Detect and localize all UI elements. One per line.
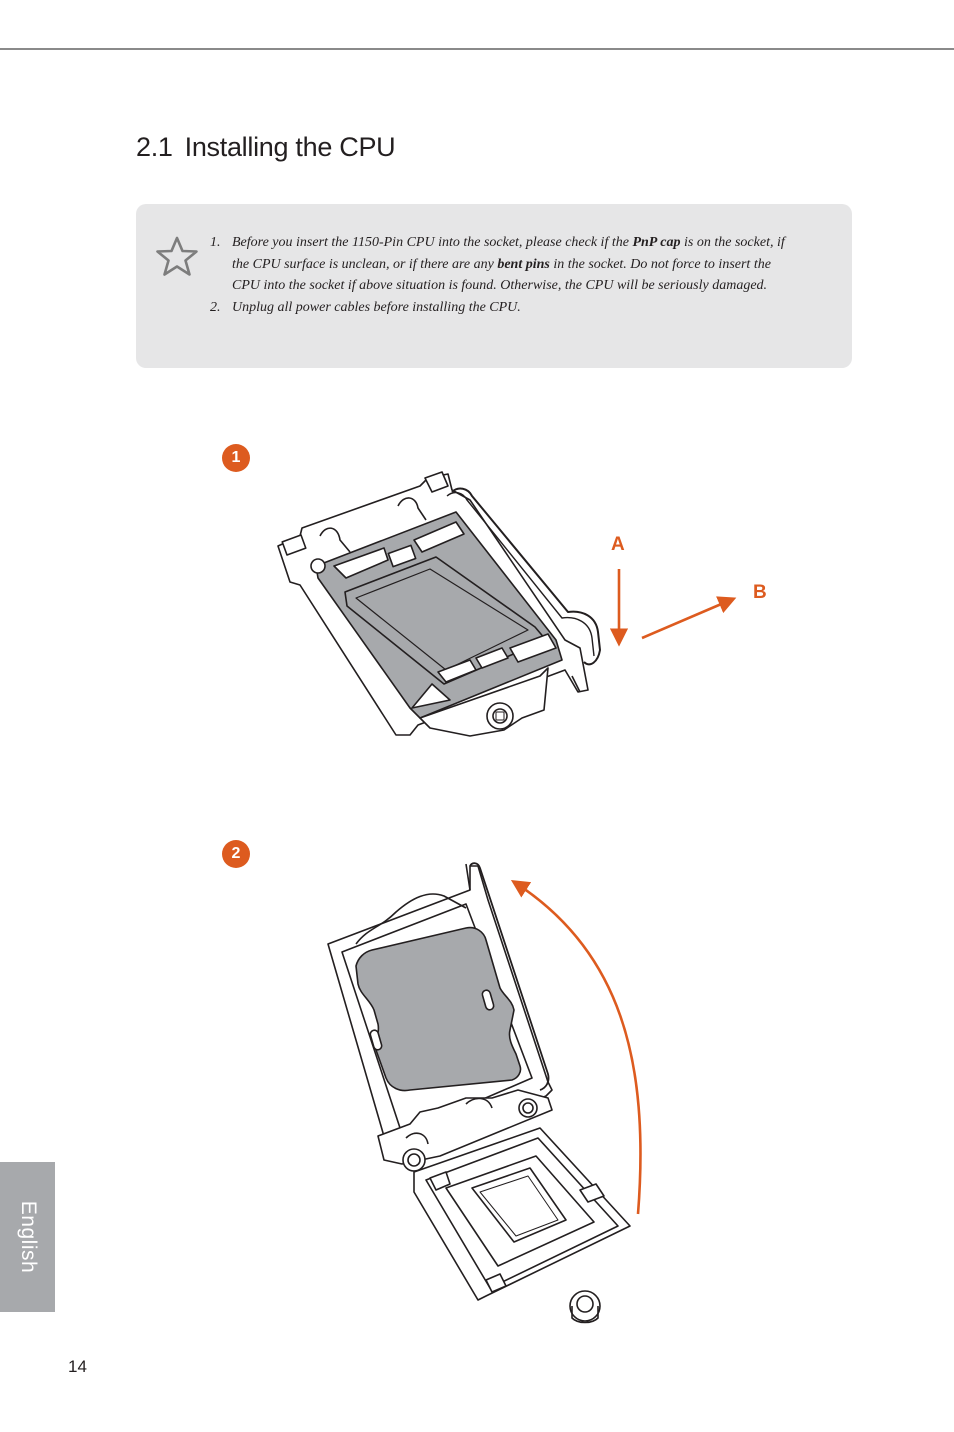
note-marker: 2. — [210, 299, 221, 315]
socket-open-illustration — [327, 862, 631, 1324]
step-badge-2: 2 — [222, 840, 250, 868]
note-item: 1. Before you insert the 1150-Pin CPU int… — [210, 232, 790, 297]
note-emphasis: PnP cap — [632, 235, 681, 250]
arrow-open-lever — [510, 880, 642, 1215]
note-text: Unplug all power cables before installin… — [232, 299, 521, 315]
step-badge-1: 1 — [222, 444, 250, 472]
page-number: 14 — [68, 1357, 87, 1376]
star-outline-icon — [156, 236, 198, 276]
language-tab-label: English — [16, 1200, 40, 1274]
note-marker: 1. — [210, 235, 221, 250]
note-text: Before you insert the 1150-Pin CPU into … — [232, 235, 633, 250]
language-tab: English — [0, 1162, 55, 1312]
section-title: 2.1 Installing the CPU — [136, 132, 396, 163]
note-list: 1. Before you insert the 1150-Pin CPU int… — [210, 232, 790, 318]
note-item: 2. Unplug all power cables before install… — [210, 297, 790, 319]
socket-closed-illustration — [277, 471, 601, 737]
note-text: in the socket. Do not force to insert th… — [232, 256, 771, 294]
note-text: is on the socket, if the CPU surface is … — [232, 235, 785, 272]
note-box: 1. Before you insert the 1150-Pin CPU int… — [136, 204, 852, 368]
header-rule — [0, 48, 954, 50]
arrow-label-b: B — [753, 582, 767, 603]
arrow-b — [641, 596, 737, 640]
arrow-label-a: A — [611, 534, 625, 555]
section-number: 2.1 — [136, 132, 173, 162]
section-title-text: Installing the CPU — [184, 132, 396, 162]
note-emphasis: bent pins — [497, 256, 550, 272]
